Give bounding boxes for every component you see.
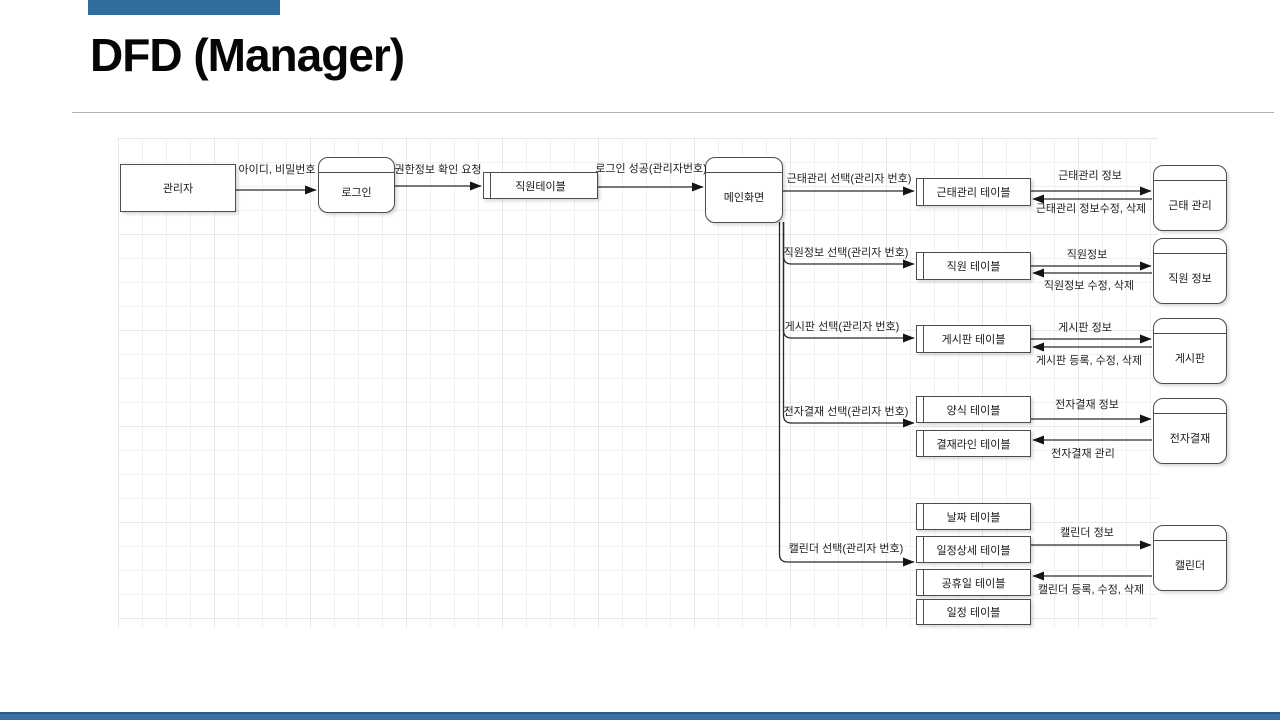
node-label: 게시판 (1174, 353, 1206, 365)
node-attendance-mgmt: 근태 관리 (1153, 165, 1227, 231)
datastore-double-line (490, 173, 491, 198)
node-label: 직원 테이블 (946, 261, 1001, 273)
node-label: 양식 테이블 (946, 404, 1001, 417)
node-label: 일정상세 테이블 (936, 544, 1011, 557)
flow-label-board-select: 게시판 선택(관리자 번호) (784, 321, 900, 333)
node-manager: 관리자 (120, 164, 236, 212)
node-label: 근태관리 테이블 (936, 187, 1011, 199)
process-header-line (706, 172, 782, 173)
node-label: 날짜 테이블 (946, 511, 1001, 524)
footer-bar (0, 712, 1280, 720)
datastore-double-line (923, 179, 924, 205)
datastore-double-line (923, 326, 924, 352)
node-calendar: 캘린더 (1153, 525, 1227, 591)
flow-label-employee-edit-delete: 직원정보 수정, 삭제 (1043, 280, 1135, 292)
node-employee-table: 직원 테이블 (916, 252, 1031, 280)
node-e-approval: 전자결재 (1153, 398, 1227, 464)
flow-label-id-password: 아이디, 비밀번호 (238, 164, 316, 176)
node-label: 근태 관리 (1168, 200, 1212, 212)
node-label: 전자결재 (1169, 433, 1211, 445)
title-accent-bar (88, 0, 280, 15)
node-label: 관리자 (162, 183, 194, 195)
node-board-table: 게시판 테이블 (916, 325, 1031, 353)
flow-label-attendance-info: 근태관리 정보 (1058, 170, 1122, 182)
node-employee-info: 직원 정보 (1153, 238, 1227, 304)
datastore-double-line (923, 431, 924, 456)
node-label: 직원 정보 (1168, 273, 1212, 285)
node-form-table: 양식 테이블 (916, 396, 1031, 423)
node-label: 메인화면 (723, 192, 765, 204)
flow-label-login-success: 로그인 성공(관리자번호) (595, 163, 707, 175)
node-label: 캘린더 (1174, 560, 1206, 572)
page-title: DFD (Manager) (90, 29, 405, 81)
process-header-line (1154, 413, 1226, 414)
flow-label-approval-info: 전자결재 정보 (1055, 399, 1119, 411)
node-label: 일정 테이블 (946, 607, 1001, 619)
node-date-table: 날짜 테이블 (916, 503, 1031, 530)
flow-label-calendar-select: 캘린더 선택(관리자 번호) (788, 543, 904, 555)
flow-label-employee-select: 직원정보 선택(관리자 번호) (783, 247, 909, 259)
datastore-double-line (923, 504, 924, 529)
flow-label-auth-check-request: 권한정보 확인 요청 (394, 164, 482, 176)
node-schedule-table: 일정 테이블 (916, 599, 1031, 625)
flow-label-calendar-edit-delete: 캘린더 등록, 수정, 삭제 (1037, 584, 1145, 596)
process-header-line (319, 172, 394, 173)
node-label: 직원테이블 (515, 180, 566, 193)
flow-label-board-edit-delete: 게시판 등록, 수정, 삭제 (1035, 355, 1143, 367)
node-label: 공휴일 테이블 (941, 577, 1006, 590)
node-label: 결재라인 테이블 (936, 438, 1011, 451)
flow-label-attendance-select: 근태관리 선택(관리자 번호) (786, 173, 912, 185)
node-employee-table-auth: 직원테이블 (483, 172, 598, 199)
node-holiday-table: 공휴일 테이블 (916, 569, 1031, 596)
flow-label-approval-select: 전자결재 선택(관리자 번호) (783, 406, 909, 418)
process-header-line (1154, 253, 1226, 254)
title-divider (72, 112, 1274, 113)
flow-label-employee-info-flow: 직원정보 (1066, 249, 1108, 261)
node-attendance-table: 근태관리 테이블 (916, 178, 1031, 206)
flow-label-attendance-edit-delete: 근태관리 정보수정, 삭제 (1035, 203, 1147, 215)
node-main-screen: 메인화면 (705, 157, 783, 223)
flow-label-board-info: 게시판 정보 (1058, 322, 1112, 334)
node-login: 로그인 (318, 157, 395, 213)
node-schedule-detail-table: 일정상세 테이블 (916, 536, 1031, 563)
node-board: 게시판 (1153, 318, 1227, 384)
node-label: 로그인 (341, 187, 372, 199)
flow-label-calendar-info: 캘린더 정보 (1060, 527, 1114, 539)
datastore-double-line (923, 397, 924, 422)
node-approval-line-table: 결재라인 테이블 (916, 430, 1031, 457)
datastore-double-line (923, 253, 924, 279)
process-header-line (1154, 333, 1226, 334)
datastore-double-line (923, 537, 924, 562)
flow-label-approval-manage: 전자결재 관리 (1051, 448, 1115, 460)
process-header-line (1154, 180, 1226, 181)
datastore-double-line (923, 600, 924, 624)
datastore-double-line (923, 570, 924, 595)
process-header-line (1154, 540, 1226, 541)
node-label: 게시판 테이블 (941, 334, 1006, 346)
